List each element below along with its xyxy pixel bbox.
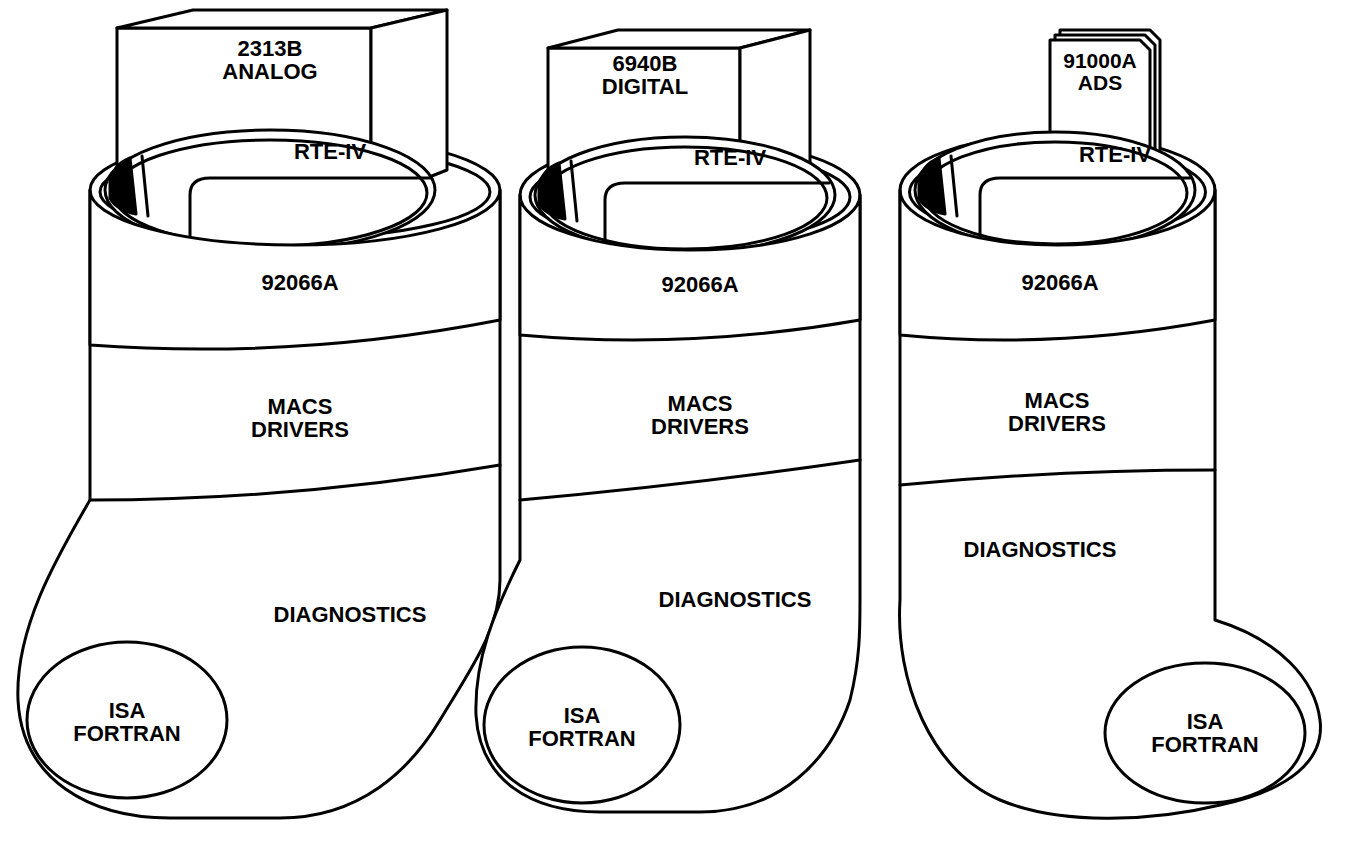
disc-tab <box>110 158 136 214</box>
label-text: MACS DRIVERS <box>992 389 1122 435</box>
label-text: ISA FORTRAN <box>62 699 192 745</box>
disc-outer <box>915 132 1195 248</box>
label-text: RTE-IV <box>270 140 390 163</box>
stocking-cuff <box>520 195 860 340</box>
stocking-cuff: 92066A <box>90 245 500 345</box>
toe-oval <box>27 642 227 798</box>
label-text: 92066A <box>200 271 400 294</box>
label-text: ISA FORTRAN <box>1140 710 1270 756</box>
stocking-foot: DIAGNOSTICS ISA FORTRAN <box>476 460 860 812</box>
band-line <box>900 470 1215 485</box>
label-text: DIAGNOSTICS <box>635 588 835 611</box>
disc-pack: RTE-IV <box>915 132 1195 248</box>
disc-pack: RTE-IV <box>535 137 835 253</box>
label-text: 92066A <box>600 273 800 296</box>
label-text: MACS DRIVERS <box>235 395 365 441</box>
hardware-box: 6940B DIGITAL <box>548 30 810 200</box>
label-text: DIAGNOSTICS <box>940 538 1140 561</box>
stocking-cuff <box>90 190 500 349</box>
band-line <box>90 465 500 500</box>
toe-patch: ISA FORTRAN <box>484 647 680 803</box>
stocking-cuff: 92066A <box>520 250 860 340</box>
label-text: 91000A ADS <box>1053 50 1148 94</box>
stocking-outline <box>900 135 1321 818</box>
label-text: RTE-IV <box>1055 143 1175 166</box>
label-text: DIAGNOSTICS <box>250 603 450 626</box>
disc-tab <box>539 163 565 219</box>
disc-divider <box>142 156 148 216</box>
label-text: MACS DRIVERS <box>635 392 765 438</box>
toe-patch: ISA FORTRAN <box>1105 663 1305 803</box>
stocking-band: MACS DRIVERS <box>900 340 1215 480</box>
disc-label-edge <box>190 178 430 240</box>
stocking-band: MACS DRIVERS <box>520 340 860 490</box>
disc-pack: RTE-IV <box>105 130 435 250</box>
label-text: 6940B DIGITAL <box>590 52 700 98</box>
disc-rim <box>923 142 1187 244</box>
band-line <box>520 460 860 500</box>
label-text: 92066A <box>960 271 1160 294</box>
stocking-cuff: 92066A <box>900 245 1215 340</box>
toe-oval <box>1105 663 1305 803</box>
label-text: 2313B ANALOG <box>210 37 330 83</box>
disc-tab <box>919 158 945 214</box>
stocking-outline <box>476 140 860 812</box>
disc-rim <box>543 147 827 249</box>
label-text: RTE-IV <box>670 146 790 169</box>
software-box: 2313B ANALOG <box>117 10 447 200</box>
stocking-band: MACS DRIVERS <box>90 335 500 495</box>
stocking-cuff <box>900 190 1215 340</box>
toe-oval <box>484 647 680 803</box>
toe-patch: ISA FORTRAN <box>27 642 227 798</box>
disc-divider <box>571 161 577 221</box>
disc-label-edge <box>605 183 829 245</box>
stocking-outline <box>18 135 500 818</box>
stocking-foot: DIAGNOSTICS ISA FORTRAN <box>895 470 1325 820</box>
disc-divider <box>951 156 957 216</box>
stocking-foot: DIAGNOSTICS ISA FORTRAN <box>18 470 500 818</box>
label-text: ISA FORTRAN <box>517 704 647 750</box>
